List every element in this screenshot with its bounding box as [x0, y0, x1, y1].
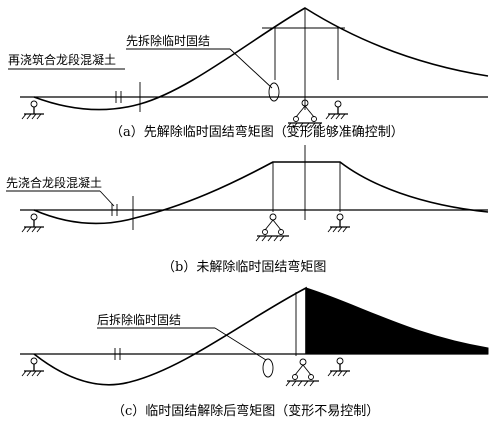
remove-leader-a — [229, 48, 273, 89]
support-right-c — [327, 357, 350, 377]
support-pier-b — [255, 213, 289, 242]
support-left-a — [21, 100, 44, 120]
pour-leader-b — [99, 190, 115, 207]
support-left-c — [21, 357, 44, 377]
label-remove-c: 后拆除临时固结 — [97, 312, 181, 327]
caption-a: （a）先解除临时固结弯矩图（变形能够准确控制） — [110, 124, 404, 140]
label-pour-a: 再浇筑合龙段混凝土 — [8, 52, 116, 67]
temp-fix-ellipse-c — [262, 358, 274, 378]
moment-curve-b — [33, 161, 489, 225]
support-pier-a — [286, 99, 322, 129]
temp-fix-ellipse-a — [268, 82, 280, 102]
label-pour-b: 先浇合龙段混凝土 — [6, 175, 102, 190]
support-right-b — [327, 213, 350, 233]
label-remove-a: 先拆除临时固结 — [126, 33, 210, 48]
support-left-b — [21, 213, 44, 233]
support-pier-c — [285, 358, 319, 387]
panel-a: 再浇筑合龙段混凝土 先拆除临时固结 — [8, 7, 489, 140]
panel-b: 先浇合龙段混凝土 （b）未解除临时固结弯矩图 — [6, 145, 489, 275]
moment-curve-c — [33, 286, 307, 386]
moment-curve-a — [33, 7, 489, 111]
caption-b: （b）未解除临时固结弯矩图 — [162, 259, 326, 275]
support-right-a — [325, 100, 348, 120]
moment-fill-c — [305, 287, 489, 355]
panel-c: 后拆除临时固结 （c）临时固结解除后弯矩图（变形不 — [20, 286, 489, 419]
caption-c: （c）临时固结解除后弯矩图（变形不易控制） — [112, 403, 379, 419]
remove-leader-c — [214, 327, 267, 361]
